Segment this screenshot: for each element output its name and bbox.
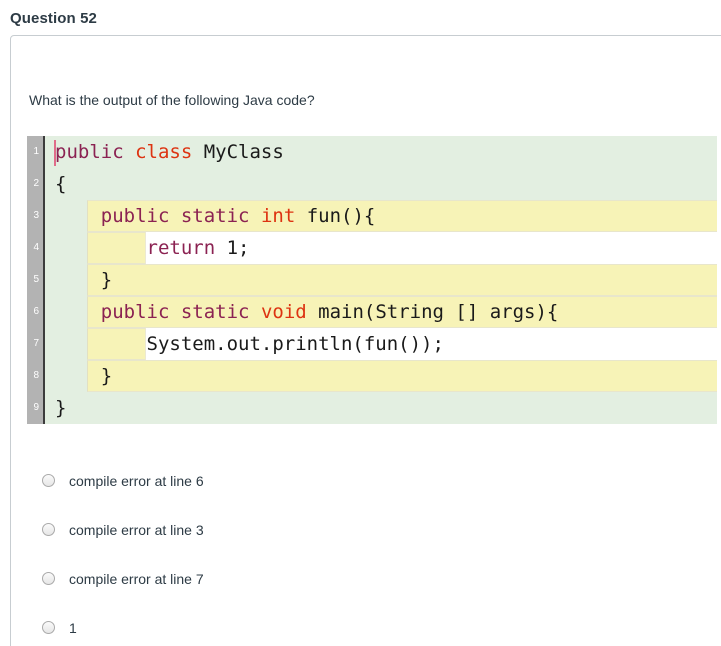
line-number: 8 (33, 370, 39, 381)
line-number: 5 (33, 274, 39, 285)
code-token: 1; (215, 237, 250, 259)
code-token: return (146, 237, 216, 259)
code-token: public (55, 141, 124, 163)
question-prompt: What is the output of the following Java… (29, 92, 315, 108)
line-number: 4 (33, 242, 39, 253)
code-token: main(String [] args){ (306, 301, 559, 323)
answer-option-1[interactable]: compile error at line 6 (29, 456, 629, 505)
indent-band-method (87, 360, 717, 392)
radio-button[interactable] (42, 572, 55, 585)
code-line-text: public static void main(String [] args){ (45, 301, 559, 323)
code-line-text: } (45, 269, 112, 291)
page-title: Question 52 (10, 10, 97, 27)
answer-option-2[interactable]: compile error at line 3 (29, 505, 629, 554)
line-number: 6 (33, 306, 39, 317)
text-cursor (54, 140, 56, 166)
code-line: return 1; (45, 232, 717, 264)
code-token: public (100, 205, 170, 227)
code-line: public class MyClass (45, 136, 717, 168)
code-line: public static void main(String [] args){ (45, 296, 717, 328)
code-token: MyClass (192, 141, 284, 163)
code-token (169, 205, 180, 227)
code-token (169, 301, 180, 323)
code-content: public class MyClass { public static int … (45, 136, 717, 424)
answer-option-label: compile error at line 7 (69, 570, 204, 587)
code-token: public (100, 301, 170, 323)
answer-option-label: compile error at line 6 (69, 472, 204, 489)
code-block: 1 2 3 4 5 6 7 8 9 public class MyClass { public s… (27, 136, 717, 424)
radio-button[interactable] (42, 621, 55, 634)
code-token: fun(){ (295, 205, 376, 227)
code-token: } (55, 397, 67, 419)
code-token (250, 301, 261, 323)
code-token: int (260, 205, 296, 227)
answer-option-4[interactable]: 1 (29, 603, 629, 646)
indent-band-method (87, 264, 717, 296)
code-line-text: } (45, 365, 112, 387)
code-line-text: { (45, 173, 66, 195)
code-token (124, 141, 135, 163)
answer-options: compile error at line 6 compile error at … (29, 456, 629, 646)
question-card: What is the output of the following Java… (10, 35, 721, 646)
code-line-text: public class MyClass (45, 141, 284, 163)
code-line-text: } (45, 397, 66, 419)
code-line: { (45, 168, 717, 200)
line-number: 3 (33, 210, 39, 221)
code-line: public static int fun(){ (45, 200, 717, 232)
answer-option-label: 1 (69, 619, 77, 636)
line-number: 1 (33, 146, 39, 157)
code-token: } (100, 269, 113, 291)
code-line: } (45, 392, 717, 424)
line-number-gutter: 1 2 3 4 5 6 7 8 9 (27, 136, 45, 424)
code-line: } (45, 360, 717, 392)
radio-button[interactable] (42, 523, 55, 536)
answer-option-3[interactable]: compile error at line 7 (29, 554, 629, 603)
line-number: 2 (33, 178, 39, 189)
code-token: static (180, 301, 250, 323)
code-token: { (55, 173, 67, 195)
radio-button[interactable] (42, 474, 55, 487)
code-token (250, 205, 261, 227)
code-token: static (180, 205, 250, 227)
code-token: } (100, 365, 113, 387)
code-line-text: public static int fun(){ (45, 205, 376, 227)
code-token: System.out.println(fun()); (146, 333, 444, 355)
code-line-text: return 1; (45, 237, 250, 259)
code-token: void (260, 301, 307, 323)
line-number: 9 (33, 402, 39, 413)
line-number: 7 (33, 338, 39, 349)
code-line: } (45, 264, 717, 296)
code-line: System.out.println(fun()); (45, 328, 717, 360)
answer-option-label: compile error at line 3 (69, 521, 204, 538)
code-line-text: System.out.println(fun()); (45, 333, 444, 355)
code-token: class (135, 141, 193, 163)
